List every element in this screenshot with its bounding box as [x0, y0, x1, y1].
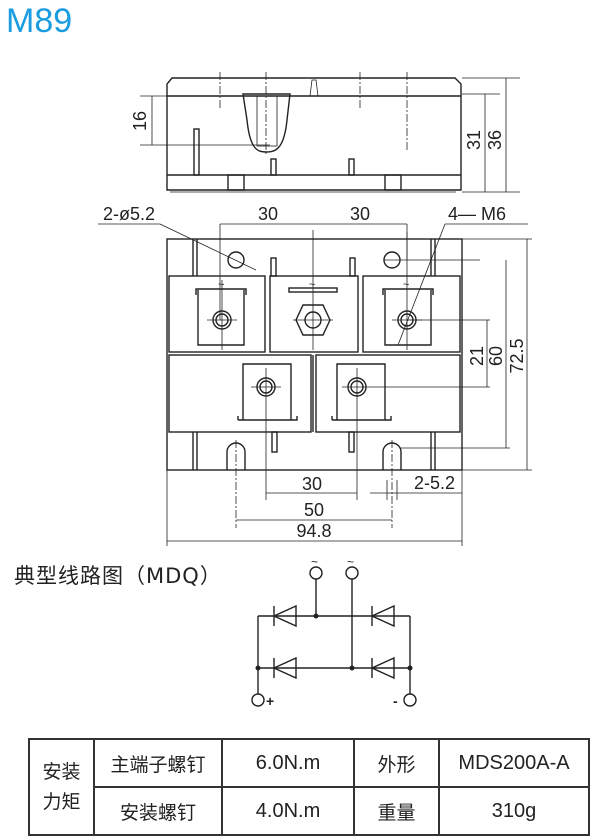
dim-60: 60: [486, 346, 506, 366]
dim-21: 21: [467, 346, 487, 366]
minus-terminal: [403, 693, 417, 707]
top-view: ~ ~ ~ 30 30 2-ø5.2 4— M6: [98, 204, 532, 546]
terminal-screw-minus: [342, 368, 490, 500]
table-row: 安装螺钉 4.0N.m 重量 310g: [29, 786, 590, 836]
prop-label: 重量: [353, 786, 440, 836]
circuit-diagram: ~ ~ + -: [251, 555, 417, 709]
row-label: 安装螺钉: [93, 786, 223, 836]
mount-hole-left: [227, 251, 245, 269]
hole-label: 2-ø5.2: [103, 204, 155, 224]
diode-icon: [370, 604, 395, 628]
dim-31: 31: [464, 130, 484, 150]
ac-mark-right: ~: [403, 279, 409, 291]
torque-header: 安装 力矩: [28, 738, 95, 836]
screw-label: 4— M6: [448, 204, 506, 224]
side-view: 16 31 36: [130, 72, 520, 193]
terminal-screw-left: [207, 280, 237, 350]
terminal-screw-plus: [251, 368, 281, 500]
spec-table: 安装 力矩 主端子螺钉 6.0N.m 外形 MDS200A-A 安装螺钉 4.0…: [28, 738, 590, 836]
prop-value: MDS200A-A: [438, 738, 590, 788]
ac-mark-center: ~: [309, 279, 315, 291]
diode-icon: [272, 656, 297, 680]
terminal-nut-section: [242, 93, 291, 153]
model-title: M89: [6, 2, 73, 40]
minus-label: -: [393, 693, 398, 709]
row-value: 4.0N.m: [221, 786, 355, 836]
diode-icon: [272, 604, 297, 628]
row-label: 主端子螺钉: [93, 738, 223, 788]
slot-label: 2-5.2: [414, 473, 455, 493]
diode-icon: [370, 656, 395, 680]
dim-94-8: 94.8: [296, 521, 331, 541]
row-value: 6.0N.m: [221, 738, 355, 788]
dim-30-right: 30: [350, 204, 370, 224]
dim-30-left: 30: [258, 204, 278, 224]
plus-label: +: [266, 693, 274, 709]
plus-terminal: [251, 693, 265, 707]
table-row: 安装 力矩 主端子螺钉 6.0N.m 外形 MDS200A-A: [28, 738, 590, 836]
dim-72-5: 72.5: [507, 338, 527, 373]
terminal-screw-center: [293, 230, 333, 350]
ac-label-1: ~: [311, 555, 318, 569]
ac-mark-left: ~: [218, 279, 224, 291]
dim-50: 50: [304, 500, 324, 520]
prop-label: 外形: [353, 738, 440, 788]
dim-16: 16: [130, 111, 150, 131]
dim-30-bottom: 30: [302, 474, 322, 494]
ac-label-2: ~: [347, 555, 354, 569]
dim-36: 36: [485, 130, 505, 150]
prop-value: 310g: [438, 786, 590, 836]
circuit-title: 典型线路图（MDQ）: [14, 564, 222, 588]
